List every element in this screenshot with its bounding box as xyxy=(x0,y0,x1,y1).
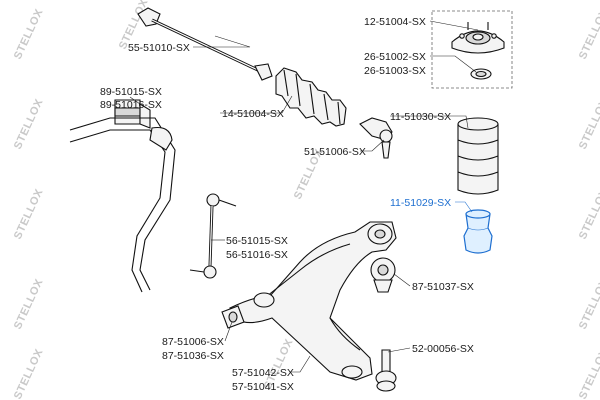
label-14-51004: 14-51004-SX xyxy=(222,108,284,120)
watermark-left-4: STELLOX xyxy=(12,277,46,331)
tie-rod-part xyxy=(137,7,273,81)
watermark-right-3: STELLOX xyxy=(577,187,600,241)
label-12-51004: 12-51004-SX xyxy=(364,16,426,28)
ball-joint-part xyxy=(375,349,397,392)
label-11-51030: 11-51030-SX xyxy=(390,111,451,123)
leader-lines xyxy=(129,20,479,373)
steering-boot-part xyxy=(275,67,347,127)
part-labels: 55-51010-SX 89-51015-SX 89-51016-SX 14-5… xyxy=(100,16,474,393)
label-57-51041: 57-51041-SX xyxy=(232,381,294,393)
watermark-right-1: STELLOX xyxy=(577,7,600,61)
label-26-51002: 26-51002-SX xyxy=(364,51,426,63)
label-56-51016: 56-51016-SX xyxy=(226,249,288,261)
bearing-part xyxy=(470,68,492,80)
watermark-left-1: STELLOX xyxy=(12,7,46,61)
stabilizer-bar-part xyxy=(69,117,176,293)
watermark-right-5: STELLOX xyxy=(577,347,600,400)
watermark-right-4: STELLOX xyxy=(577,277,600,331)
arm-bushing-front-part xyxy=(221,305,245,329)
bump-stop-part xyxy=(463,209,493,254)
watermark-right-2: STELLOX xyxy=(577,97,600,151)
control-arm-part xyxy=(229,221,397,381)
dust-boot-part xyxy=(457,117,499,195)
label-87-51037: 87-51037-SX xyxy=(412,281,474,293)
watermark-left-2: STELLOX xyxy=(12,97,46,151)
label-89-51015: 89-51015-SX xyxy=(100,86,162,98)
top-mount-part xyxy=(451,22,505,54)
label-57-51042: 57-51042-SX xyxy=(232,367,294,379)
label-51-51006: 51-51006-SX xyxy=(304,146,366,158)
top-mount-group-box xyxy=(431,10,513,89)
label-11-51029: 11-51029-SX xyxy=(390,197,451,209)
arm-bushing-rear-part xyxy=(370,257,396,293)
label-87-51006: 87-51006-SX xyxy=(162,336,224,348)
label-89-51016: 89-51016-SX xyxy=(100,99,162,111)
label-52-00056: 52-00056-SX xyxy=(412,343,474,355)
watermark-left-3: STELLOX xyxy=(12,187,46,241)
watermark-left-5: STELLOX xyxy=(12,347,46,400)
label-55-51010: 55-51010-SX xyxy=(128,42,190,54)
tie-rod-end-part xyxy=(359,117,393,159)
stabilizer-link-part xyxy=(189,193,237,279)
label-87-51036: 87-51036-SX xyxy=(162,350,224,362)
label-56-51015: 56-51015-SX xyxy=(226,235,288,247)
label-26-51003: 26-51003-SX xyxy=(364,65,426,77)
